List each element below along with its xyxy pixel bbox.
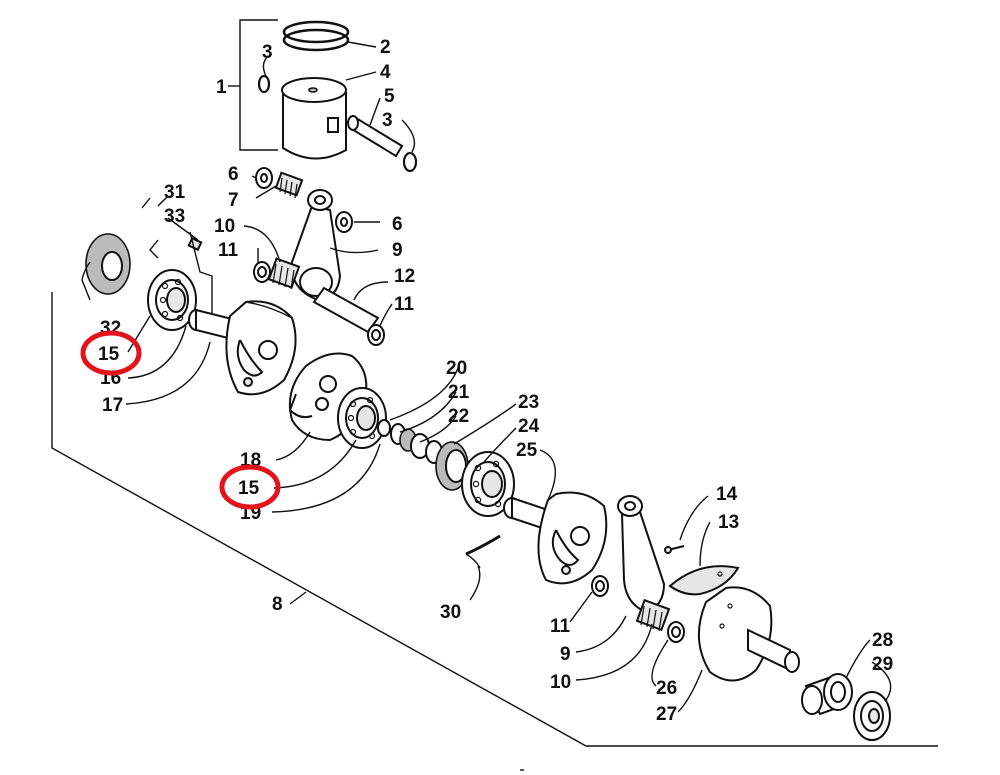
callout-6b: 6 [392,214,403,235]
callout-10a: 10 [214,216,235,237]
callout-10b: 10 [550,672,571,693]
piston-rings [282,20,377,52]
callout-23: 23 [518,392,539,413]
crank-pin [312,286,385,346]
callout-20: 20 [446,358,467,379]
washer-26 [667,621,685,643]
callout-17: 17 [102,395,123,416]
callout-15-left: 15 [98,344,120,365]
main-bearing-left [147,269,197,331]
callout-30: 30 [440,602,461,623]
callout-31: 31 [164,182,186,203]
callout-13: 13 [718,512,739,533]
piston-assembly-bracket [228,19,278,151]
callout-22: 22 [448,406,469,427]
snap-ring [465,534,501,601]
connecting-rod-lower [617,495,666,614]
flywheel-left [225,300,297,396]
oil-seal-left [85,233,131,295]
labyrinth-seal [435,441,469,491]
crankshaft-assembly-bracket [51,292,938,747]
callout-27: 27 [656,704,677,725]
callout-8: 8 [272,594,283,615]
callout-2: 2 [380,37,391,58]
main-bearing-middle [337,387,387,449]
connecting-rod-upper [290,189,342,302]
crank-shaft-right-half [503,491,608,585]
needle-bearing-right [801,673,853,716]
leader-lines [81,175,892,713]
wrist-pin [347,97,404,158]
callout-labels: 1 2 3 4 5 3 6 7 31 33 6 10 9 11 12 11 32… [98,37,893,725]
washer-11-lower [591,575,609,597]
callout-24: 24 [518,416,540,437]
callout-9a: 9 [392,240,403,261]
callout-5: 5 [384,86,395,107]
callout-7: 7 [228,190,239,211]
center-seal-stack [377,419,443,464]
thrust-washer-right [335,211,353,233]
piston [281,71,377,160]
callout-33: 33 [164,206,185,227]
callout-9b: 9 [560,644,571,665]
callout-4: 4 [380,62,391,83]
small-end-needle-bearing [274,171,304,199]
flywheel-right [697,586,800,682]
callout-15-middle: 15 [238,478,260,499]
callout-3a: 3 [262,42,273,63]
callout-12: 12 [394,266,415,287]
callout-26: 26 [656,678,677,699]
thrust-washer-upper [255,167,273,189]
callout-11b: 11 [394,294,415,315]
callout-3b: 3 [382,110,393,131]
callout-1: 1 [216,77,227,98]
callout-25: 25 [516,440,538,461]
callout-11c: 11 [550,616,571,637]
ball-bearing-right [853,691,891,741]
highlight-circle-left [80,330,142,376]
highlight-markers [80,330,281,510]
highlight-circle-middle [219,464,281,510]
balance-weight [668,565,740,596]
key-and-pin [141,197,213,330]
callout-29: 29 [872,654,893,675]
lower-big-end-bearing [635,598,671,632]
callout-14: 14 [716,484,738,505]
callout-6a: 6 [228,164,239,185]
big-end-needle-bearing [267,257,301,290]
main-bearing-center [461,451,515,517]
circlip-lower [401,119,418,173]
callout-28: 28 [872,630,893,651]
callout-11a: 11 [218,240,239,261]
circlip-upper [257,55,271,94]
big-end-washer [253,261,271,283]
screw-14 [664,545,685,554]
callout-21: 21 [448,382,470,403]
